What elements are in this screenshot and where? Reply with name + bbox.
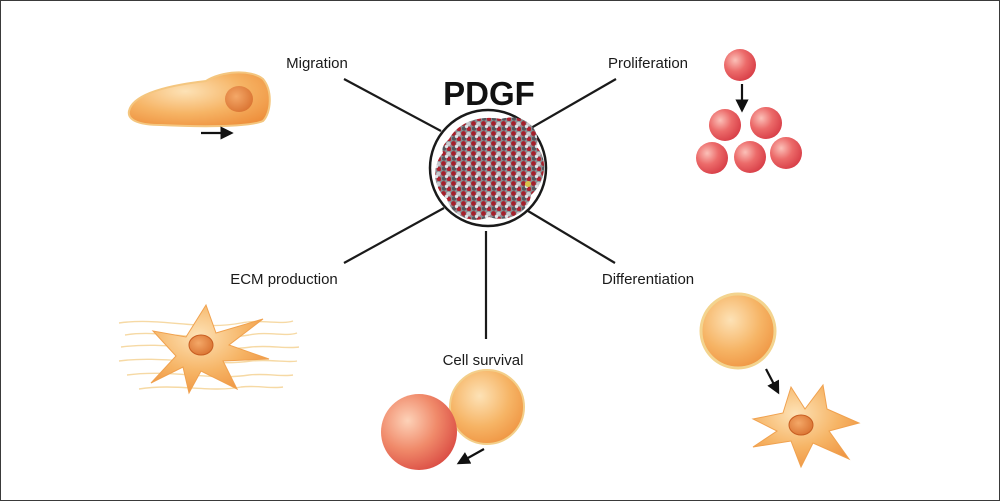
differentiation-illustration bbox=[699, 292, 861, 469]
pdgf-protein-image bbox=[435, 117, 545, 220]
migrating-cell-nucleus bbox=[225, 86, 253, 112]
survival-cell-back bbox=[449, 369, 525, 445]
differentiation-arrow-icon bbox=[765, 368, 780, 395]
center-title: PDGF bbox=[443, 75, 535, 112]
label-proliferation: Proliferation bbox=[608, 55, 688, 72]
label-ecm-production: ECM production bbox=[230, 271, 338, 288]
connector-lines bbox=[343, 78, 617, 339]
fibroblast-nucleus bbox=[188, 334, 214, 356]
migration-illustration bbox=[127, 71, 271, 140]
survival-illustration bbox=[381, 369, 525, 470]
line-ecm bbox=[343, 207, 445, 264]
label-differentiation: Differentiation bbox=[602, 271, 694, 288]
daughter-cell bbox=[696, 142, 728, 174]
line-proliferation bbox=[530, 78, 617, 129]
line-differentiation bbox=[527, 210, 616, 264]
ecm-illustration bbox=[118, 303, 300, 395]
pdgf-center: PDGF bbox=[428, 75, 548, 228]
parent-cell bbox=[724, 49, 756, 81]
daughter-cell bbox=[770, 137, 802, 169]
survival-cell-front bbox=[381, 394, 457, 470]
label-cell-survival: Cell survival bbox=[443, 352, 524, 369]
daughter-cell bbox=[750, 107, 782, 139]
proliferation-illustration bbox=[696, 49, 802, 174]
survival-arrow-icon bbox=[456, 448, 485, 465]
daughter-cell bbox=[709, 109, 741, 141]
line-migration bbox=[343, 78, 442, 132]
label-migration: Migration bbox=[286, 55, 348, 72]
undifferentiated-cell bbox=[699, 292, 777, 370]
differentiated-nucleus bbox=[788, 414, 814, 436]
migrating-cell bbox=[127, 71, 271, 128]
daughter-cell bbox=[734, 141, 766, 173]
